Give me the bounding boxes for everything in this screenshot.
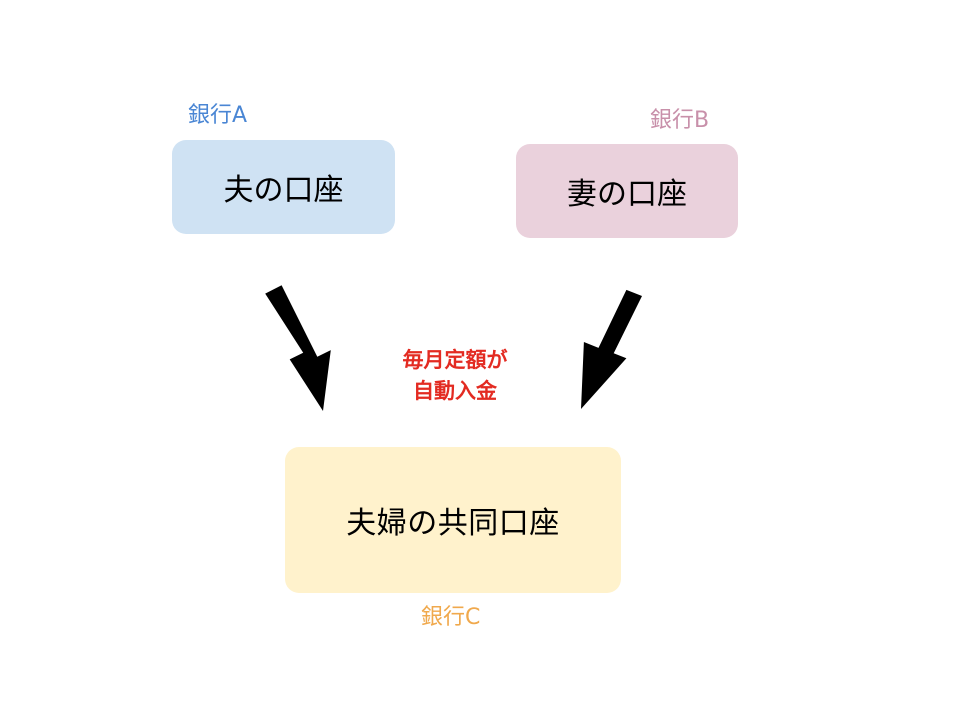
deposit-note-line-2: 自動入金 (413, 379, 497, 403)
husband-account-box: 夫の口座 (172, 140, 395, 234)
bank-c-label: 銀行C (421, 605, 481, 630)
joint-account-label: 夫婦の共同口座 (346, 506, 560, 541)
deposit-note-line-1: 毎月定額が (402, 348, 508, 372)
arrow-from-husband (265, 285, 331, 411)
husband-account-label: 夫の口座 (223, 173, 344, 208)
wife-account-label: 妻の口座 (567, 177, 687, 212)
bank-a-label: 銀行A (188, 103, 248, 128)
joint-account-box: 夫婦の共同口座 (285, 447, 621, 593)
wife-account-box: 妻の口座 (516, 144, 738, 238)
bank-b-label: 銀行B (650, 108, 710, 133)
arrow-from-wife (581, 289, 642, 409)
monthly-deposit-note: 毎月定額が 自動入金 (360, 345, 550, 407)
